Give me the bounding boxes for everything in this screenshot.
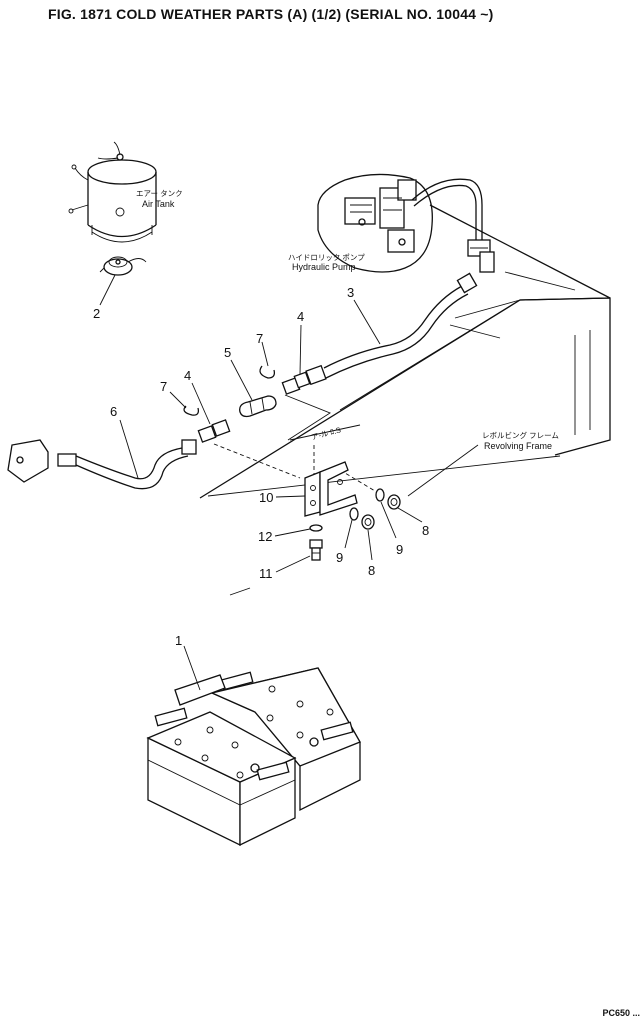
fitting-part-4-left xyxy=(197,419,231,443)
figure-title: FIG. 1871 COLD WEATHER PARTS (A) (1/2) (… xyxy=(48,6,494,22)
callout-8-left: 8 xyxy=(368,563,375,578)
clamp-part-7-left xyxy=(183,405,200,416)
revolving-frame-label-en: Revolving Frame xyxy=(484,441,552,451)
callout-9-left: 9 xyxy=(336,550,343,565)
air-tank xyxy=(68,141,157,243)
nut-part-8-b xyxy=(387,494,401,510)
hose-part-3 xyxy=(305,272,478,386)
revolving-frame xyxy=(199,204,611,596)
elbow-part-5 xyxy=(239,395,277,418)
battery-part-1-front xyxy=(146,707,297,847)
revolving-frame-label-jp: レボルビング フレーム xyxy=(482,430,559,440)
callout-11: 11 xyxy=(259,566,273,581)
hydraulic-pump-label-en: Hydraulic Pump xyxy=(292,262,356,272)
air-tank-label-jp: エアー タンク xyxy=(136,189,183,198)
callout-7-right: 7 xyxy=(256,331,263,346)
hydraulic-pump xyxy=(317,173,495,273)
air-tank-label-en: Air Tank xyxy=(142,199,175,209)
hydraulic-pump-label-jp: ハイドロリック ポンプ xyxy=(288,253,365,262)
assembly-leader-lines xyxy=(213,394,381,495)
callout-6: 6 xyxy=(110,404,117,419)
callout-12: 12 xyxy=(258,529,272,544)
callout-1: 1 xyxy=(175,633,182,648)
callout-3: 3 xyxy=(347,285,354,300)
fitting-part-4-right xyxy=(281,371,311,395)
callout-7-left: 7 xyxy=(160,379,167,394)
callout-2: 2 xyxy=(93,306,100,321)
nut-part-8-a xyxy=(361,514,375,530)
hose-part-6 xyxy=(7,439,197,490)
washer-part-12 xyxy=(309,524,323,532)
battery-part-1-rear xyxy=(209,667,361,812)
callout-10: 10 xyxy=(259,490,273,505)
washer-part-9-a xyxy=(349,507,359,521)
callout-4-right: 4 xyxy=(297,309,304,324)
bolt-part-11 xyxy=(309,539,323,561)
callout-4-left: 4 xyxy=(184,368,191,383)
view-note-label: ア-ル ﾛ.S xyxy=(310,425,342,442)
callout-9-right: 9 xyxy=(396,542,403,557)
footer-code: PC650 ... xyxy=(602,1008,640,1018)
washer-part-9-b xyxy=(375,488,385,502)
clamp-part-7-right xyxy=(259,365,276,379)
callouts: 2 3 4 7 5 7 4 6 10 12 11 9 8 9 8 1 xyxy=(93,274,429,691)
callout-5: 5 xyxy=(224,345,231,360)
pressure-switch-part-2 xyxy=(99,256,147,276)
bracket-part-10 xyxy=(304,461,358,517)
callout-8-right: 8 xyxy=(422,523,429,538)
